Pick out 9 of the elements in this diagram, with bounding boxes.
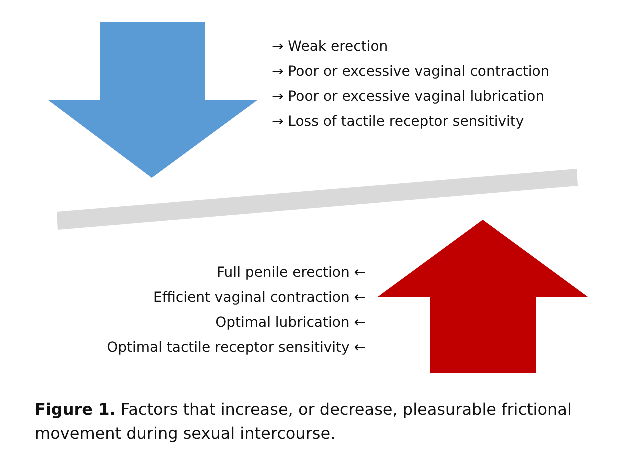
factor-item: Optimal lubrication ← — [216, 314, 366, 332]
figure-caption: Figure 1. Factors that increase, or decrease, pleasurable frictional movement during sexual intercourse. — [35, 399, 573, 445]
factor-item: Efficient vaginal contraction ← — [154, 289, 366, 307]
factor-item: → Poor or excessive vaginal contraction — [272, 63, 550, 81]
factor-item: → Loss of tactile receptor sensitivity — [272, 113, 524, 131]
factor-item: Full penile erection ← — [217, 264, 366, 282]
factor-item: → Poor or excessive vaginal lubrication — [272, 88, 545, 106]
factor-item: → Weak erection — [272, 38, 388, 56]
factor-item: Optimal tactile receptor sensitivity ← — [107, 339, 366, 357]
